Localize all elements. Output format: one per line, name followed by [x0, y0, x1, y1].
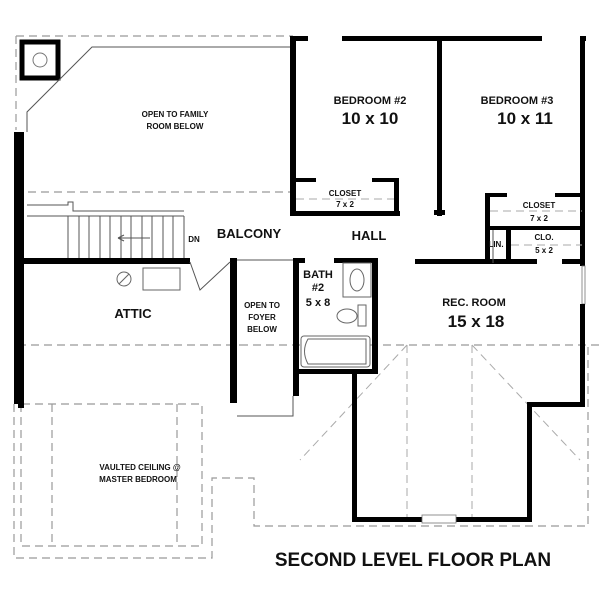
- toilet-icon: [336, 308, 358, 324]
- open-family-label: ROOM BELOW: [147, 122, 204, 131]
- closet-b3-name: CLOSET: [523, 201, 556, 210]
- open-family-label: OPEN TO FAMILY: [142, 110, 209, 119]
- open-foyer-label: BELOW: [247, 325, 277, 334]
- bath2-name: BATH: [303, 269, 333, 281]
- closet-b2-dims: 7 x 2: [336, 200, 354, 209]
- bedroom3-dims: 10 x 11: [497, 109, 553, 128]
- stair-down-label: DN: [188, 235, 200, 244]
- closet-b3-dims: 7 x 2: [530, 214, 548, 223]
- clo-dims: 5 x 2: [535, 246, 553, 255]
- stair-arrow-icon: [117, 234, 150, 242]
- linen-label: LIN.: [488, 240, 503, 249]
- closet-b2-name: CLOSET: [329, 189, 362, 198]
- bath-fixtures: [300, 262, 372, 368]
- attic-label: ATTIC: [114, 306, 152, 321]
- clo-name: CLO.: [534, 233, 553, 242]
- open-foyer-label: FOYER: [248, 313, 276, 322]
- balcony-label: BALCONY: [217, 226, 282, 241]
- bedroom2-dims: 10 x 10: [342, 109, 399, 128]
- hall-label: HALL: [352, 228, 387, 243]
- vaulted-label: VAULTED CEILING @: [99, 463, 180, 472]
- rec-room-name: REC. ROOM: [442, 297, 506, 309]
- open-foyer-label: OPEN TO: [244, 301, 280, 310]
- roof-outline: [13, 35, 600, 559]
- vaulted-label: MASTER BEDROOM: [99, 475, 177, 484]
- sink-icon: [349, 268, 365, 292]
- open-family-outline: [26, 46, 293, 132]
- bathtub-icon: [304, 338, 367, 365]
- bath2-dims: 5 x 8: [306, 297, 330, 309]
- plan-title: SECOND LEVEL FLOOR PLAN: [275, 550, 551, 571]
- rec-room-dims: 15 x 18: [448, 312, 505, 331]
- foyer-outline: [237, 259, 294, 417]
- attic-door: [189, 261, 231, 291]
- staircase: [27, 201, 185, 258]
- bedroom3-name: BEDROOM #3: [481, 95, 554, 107]
- walls: [14, 36, 586, 524]
- chimney: [19, 39, 61, 81]
- bedroom2-name: BEDROOM #2: [334, 95, 407, 107]
- bath2-number: #2: [312, 282, 324, 294]
- attic-equipment: [116, 267, 181, 291]
